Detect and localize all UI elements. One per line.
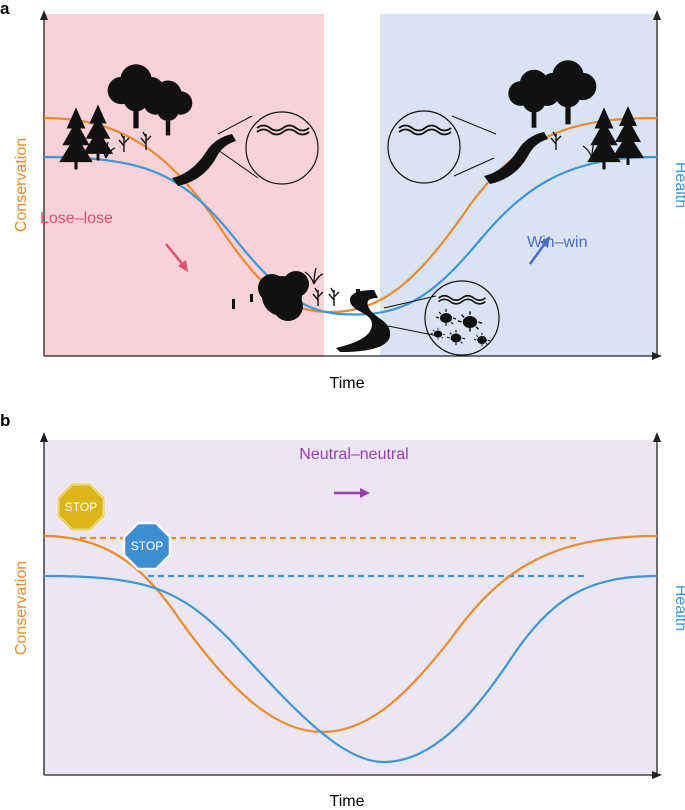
stop-sign-blue-label: STOP: [131, 539, 163, 553]
lose-lose-arrow-icon: [165, 243, 188, 272]
panel-a-conservation-axis-label: Conservation: [13, 138, 30, 232]
win-win-region: [380, 14, 657, 356]
panel-a-axes: [40, 10, 662, 360]
stop-sign-yellow-label: STOP: [65, 500, 97, 514]
clean-water-magnifier-left-icon: [217, 111, 319, 185]
neutral-neutral-region: [44, 440, 657, 775]
panel-a-time-axis-label: Time: [330, 375, 365, 392]
panel-b-time-axis-label: Time: [330, 793, 365, 810]
clean-water-magnifier-right-icon: [387, 110, 497, 184]
panel-b-health-axis-label: Health: [672, 585, 685, 631]
panel-b-health-curve: [43, 574, 658, 764]
stop-sign-blue-icon: STOP: [122, 521, 172, 571]
win-win-arrow-icon: [528, 236, 550, 265]
degraded-forest-icon: [232, 267, 360, 321]
lose-lose-label: Lose–lose: [40, 210, 113, 227]
panel-a-health-axis-label: Health: [672, 162, 685, 208]
panel-b-axes: [40, 432, 662, 779]
win-win-label: Win–win: [527, 234, 587, 251]
neutral-neutral-label: Neutral–neutral: [299, 446, 408, 463]
panel-b-letter: b: [0, 411, 10, 430]
panel-a: a: [0, 0, 685, 392]
panel-a-letter: a: [0, 0, 10, 18]
stop-sign-yellow-icon: STOP: [56, 482, 106, 532]
panel-b-conservation-axis-label: Conservation: [13, 561, 30, 655]
neutral-neutral-arrow-icon: [334, 488, 370, 498]
panel-b: b STOP STOP Neutral–neutral: [0, 411, 685, 810]
polluted-river-icon: [336, 290, 391, 352]
pathogen-magnifier-icon: [383, 280, 500, 356]
